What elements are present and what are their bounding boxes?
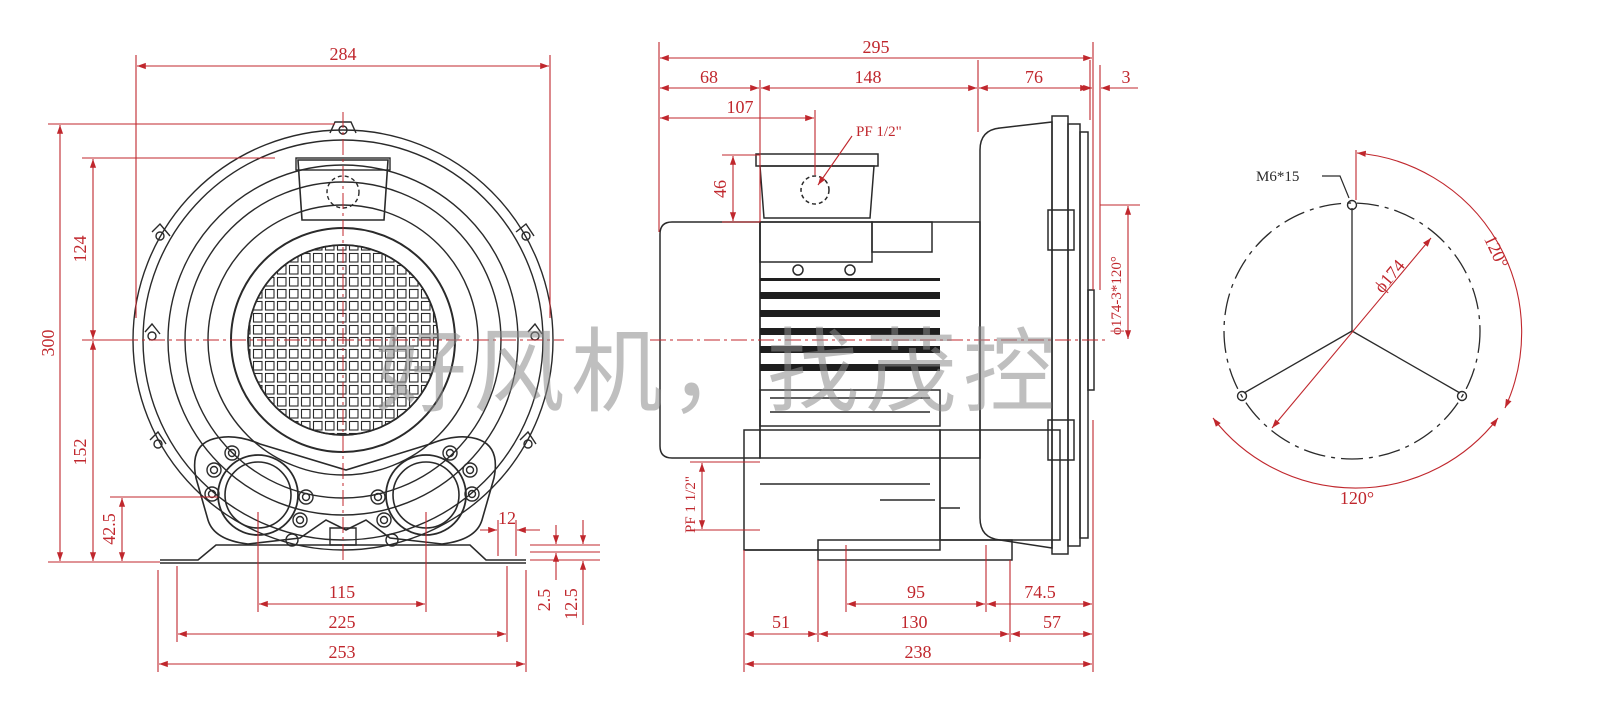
dim-flange: 3: [1122, 67, 1131, 87]
dim-base-inner: 95: [907, 582, 925, 602]
bolt-hole-top: [1346, 199, 1358, 211]
top-outlet: [297, 159, 389, 221]
dim-housing-part: 76: [1025, 67, 1043, 87]
dim-port-height: 42.5: [99, 513, 119, 545]
dim-width-overall: 284: [330, 44, 357, 64]
angle-right-label: 120°: [1480, 232, 1513, 271]
drain-label: PF 1 1/2": [683, 476, 699, 533]
dim-height-lower: 152: [70, 439, 90, 466]
port-body: [193, 436, 497, 545]
cooling-fins: [760, 278, 940, 382]
bolt-label: M6*15: [1256, 169, 1299, 185]
dim-base-left: 51: [772, 612, 790, 632]
motor-end-cap: [659, 221, 761, 459]
dim-foot-slot: 12: [498, 508, 516, 528]
dim-motor-part: 68: [700, 67, 718, 87]
watermark: 好风机，找茂控: [375, 319, 1061, 426]
dim-body-part: 148: [855, 67, 882, 87]
terminal-box-cap: [755, 153, 879, 167]
dim-base-offset: 74.5: [1024, 582, 1056, 602]
dim-height-upper: 124: [70, 236, 90, 263]
flange-view: [1212, 150, 1523, 489]
side-view: [650, 115, 1105, 561]
dim-height-overall: 300: [38, 330, 58, 357]
pcd-label: ϕ174: [1370, 256, 1409, 297]
dim-ports-spacing: 115: [329, 582, 355, 602]
dim-base-overall: 238: [905, 642, 932, 662]
lower-port: [743, 429, 941, 551]
dim-foot-thickness: 2.5: [534, 589, 554, 612]
dim-inlet-height: 46: [710, 180, 730, 198]
angle-bottom-label: 120°: [1340, 488, 1374, 508]
side-dimensions: [658, 42, 1140, 672]
dim-foot-inner: 225: [329, 612, 356, 632]
inlet-label: PF 1/2": [856, 124, 902, 140]
front-dimensions: [48, 55, 600, 672]
front-view: [122, 112, 564, 564]
dim-inlet-offset: 107: [727, 97, 754, 117]
bolt-hole-left: [1236, 390, 1248, 402]
mount-hole-label: ϕ174-3*120°: [1109, 256, 1125, 335]
dim-foot-outer: 253: [329, 642, 356, 662]
dim-base-right: 57: [1043, 612, 1061, 632]
dim-foot-height: 12.5: [561, 588, 581, 620]
dim-length-overall: 295: [863, 37, 890, 57]
dim-base-center: 130: [901, 612, 928, 632]
